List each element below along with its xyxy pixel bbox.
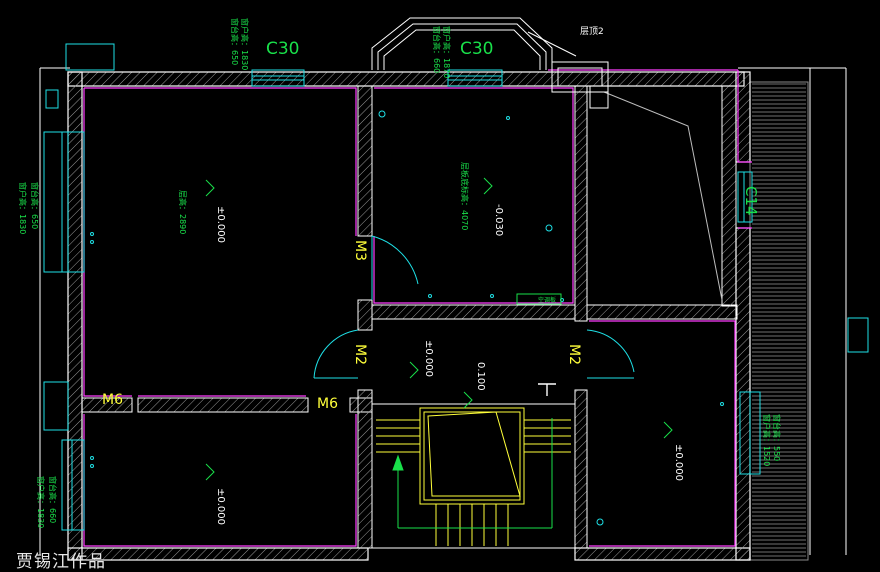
room-note-beam-bottom: 层板底标高：4070 [460,162,470,230]
air-conditioner-tag: 空调板 [538,296,556,304]
author-watermark: 贾锡江作品 [16,552,106,572]
window-note-top-left-1: 窗台高：650 [230,18,240,65]
window-note-right-1: 窗台高：550 [772,414,782,461]
window-note-top-left-2: 窗户高：1830 [240,18,250,70]
level-step: 0.100 [475,362,486,391]
door-swings [313,235,635,379]
bay-window [371,17,553,70]
stairwell [371,403,576,549]
door-label-m3: M3 [352,240,368,261]
window-note-right-2: 窗户高：1520 [762,414,772,466]
level-room-bottom-left: ±0.000 [215,488,226,525]
door-label-m6-right: M6 [317,396,338,412]
roof-ridge-lines [551,61,723,301]
fixtures [90,31,724,526]
level-hall: ±0.000 [423,340,434,377]
section-mark [538,383,556,396]
level-bedroom-top-left: ±0.000 [215,206,226,243]
level-markers [205,177,673,481]
level-room-top-middle: -0.030 [493,204,504,236]
window-note-top-right-2: 窗户高：1870 [442,26,452,78]
windows [43,43,869,531]
room-note-ceiling-height: 层高：2890 [178,190,188,234]
door-label-m2-left: M2 [352,344,368,365]
level-room-bottom-right: ±0.000 [673,444,684,481]
window-note-left-upper-1: 窗台高：650 [30,182,40,229]
window-label-c14: C14 [742,186,760,216]
window-note-top-right-1: 窗台高：660 [432,26,442,73]
exterior-walls [67,71,751,561]
interior-walls [81,85,738,549]
window-note-left-lower-1: 窗台高：660 [48,476,58,523]
window-label-c30-right: C30 [460,39,494,59]
window-label-c30-left: C30 [266,39,300,59]
window-note-left-lower-2: 窗户高：1830 [36,476,46,528]
door-label-m6-left: M6 [102,392,123,408]
roof-slope-hatch [749,81,809,561]
door-label-m2-right: M2 [566,344,582,365]
window-note-left-upper-2: 窗户高：1830 [18,182,28,234]
roof-callout: 层顶2 [580,26,604,37]
outer-boundary-lines [39,67,847,555]
